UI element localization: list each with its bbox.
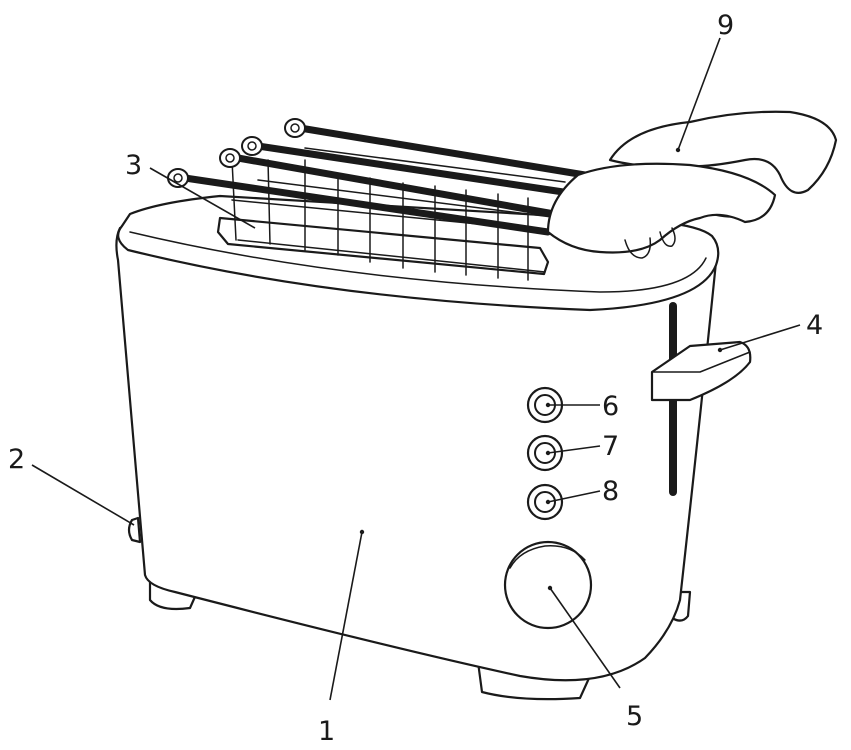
toast-lever-top bbox=[651, 351, 751, 373]
top-lid-inner-edge bbox=[129, 231, 707, 293]
callout-6: 6 bbox=[602, 391, 619, 422]
callout-7: 7 bbox=[602, 431, 619, 462]
callout-4: 4 bbox=[806, 310, 823, 341]
callout-5: 5 bbox=[626, 701, 643, 732]
callout-2: 2 bbox=[8, 444, 25, 475]
warming-rods bbox=[181, 124, 589, 236]
leader-dot-7 bbox=[545, 450, 551, 456]
rack-handle-front bbox=[546, 162, 777, 254]
callout-8: 8 bbox=[602, 476, 619, 507]
cancel-button[interactable] bbox=[526, 386, 564, 424]
leader-lines bbox=[31, 37, 801, 701]
callout-1: 1 bbox=[318, 716, 335, 747]
leader-dot-1 bbox=[359, 529, 365, 535]
defrost-button[interactable] bbox=[526, 483, 564, 521]
rack-handle-front-hinge bbox=[624, 227, 676, 259]
browning-control-knob[interactable] bbox=[503, 540, 593, 630]
cord-storage bbox=[127, 516, 142, 544]
leader-dot-4 bbox=[717, 347, 723, 353]
leader-dot-6 bbox=[545, 402, 551, 408]
leader-dot-8 bbox=[545, 499, 551, 505]
reheat-button[interactable] bbox=[526, 434, 564, 472]
callout-3: 3 bbox=[125, 150, 142, 181]
leader-dot-9 bbox=[675, 147, 681, 153]
callout-9: 9 bbox=[717, 10, 734, 41]
rod-end-caps bbox=[167, 118, 306, 188]
leader-dot-5 bbox=[547, 585, 553, 591]
